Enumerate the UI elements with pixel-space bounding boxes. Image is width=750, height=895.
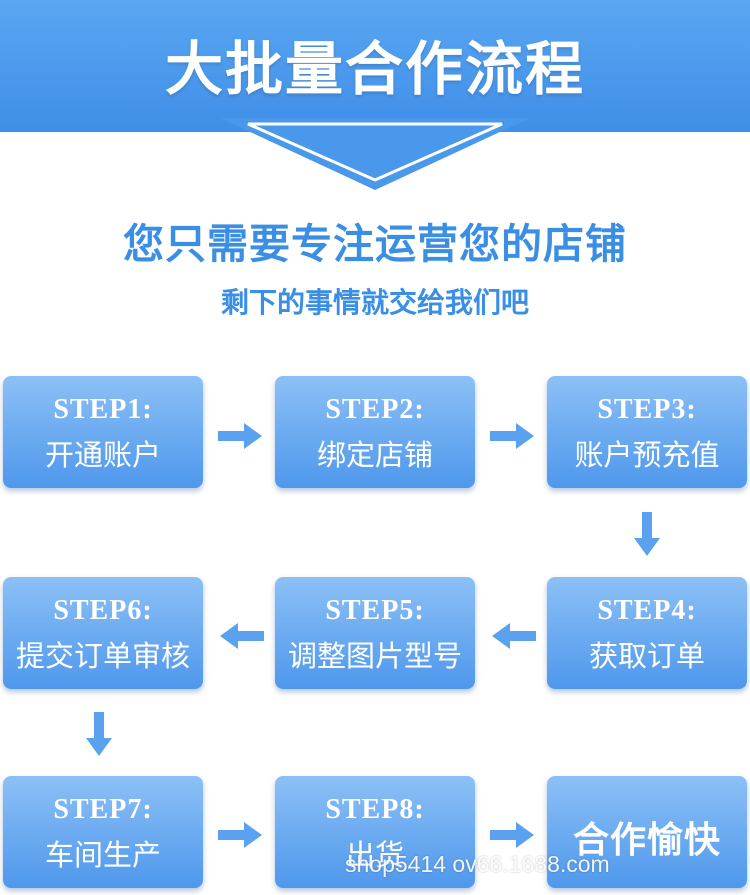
step-label: 账户预充值 (574, 438, 720, 472)
step-label: 开通账户 (44, 438, 161, 472)
arrow-left-icon (220, 623, 264, 649)
step-2-box: STEP2: 绑定店铺 (275, 376, 475, 488)
step-number: STEP5: (325, 595, 425, 626)
step-1-box: STEP1: 开通账户 (3, 376, 203, 488)
header-banner: 大批量合作流程 (0, 0, 750, 132)
watermark: shop5414 ov66.1688.com (345, 851, 610, 877)
final-label: 合作愉快 (572, 820, 721, 861)
step-number: STEP6: (53, 595, 153, 626)
final-box: 合作愉快 (547, 776, 747, 888)
step-number: STEP3: (597, 394, 697, 425)
arrow-right-icon (218, 822, 262, 848)
step-label: 车间生产 (44, 838, 161, 872)
page-title: 大批量合作流程 (164, 35, 585, 103)
step-3-box: STEP3: 账户预充值 (547, 376, 747, 488)
step-label: 绑定店铺 (316, 438, 433, 472)
step-number: STEP7: (53, 794, 153, 825)
step-number: STEP2: (325, 394, 425, 425)
step-4-box: STEP4: 获取订单 (547, 577, 747, 689)
arrow-down-icon (86, 712, 112, 756)
subheadline: 剩下的事情就交给我们吧 (220, 286, 529, 319)
step-6-box: STEP6: 提交订单审核 (3, 577, 203, 689)
arrow-down-icon (634, 512, 660, 556)
chevron-down-icon (220, 118, 530, 190)
arrow-right-icon (490, 423, 534, 449)
arrow-right-icon (218, 423, 262, 449)
step-number: STEP8: (325, 794, 425, 825)
step-label: 提交订单审核 (15, 639, 190, 673)
step-label: 调整图片型号 (287, 639, 462, 673)
step-number: STEP4: (597, 595, 697, 626)
headline: 您只需要专注运营您的店铺 (123, 220, 627, 268)
step-8-box: STEP8: 出货 (275, 776, 475, 888)
step-number: STEP1: (53, 394, 153, 425)
arrow-left-icon (492, 623, 536, 649)
step-7-box: STEP7: 车间生产 (3, 776, 203, 888)
step-5-box: STEP5: 调整图片型号 (275, 577, 475, 689)
arrow-right-icon (490, 822, 534, 848)
step-label: 出货 (345, 838, 404, 872)
step-label: 获取订单 (588, 639, 705, 673)
